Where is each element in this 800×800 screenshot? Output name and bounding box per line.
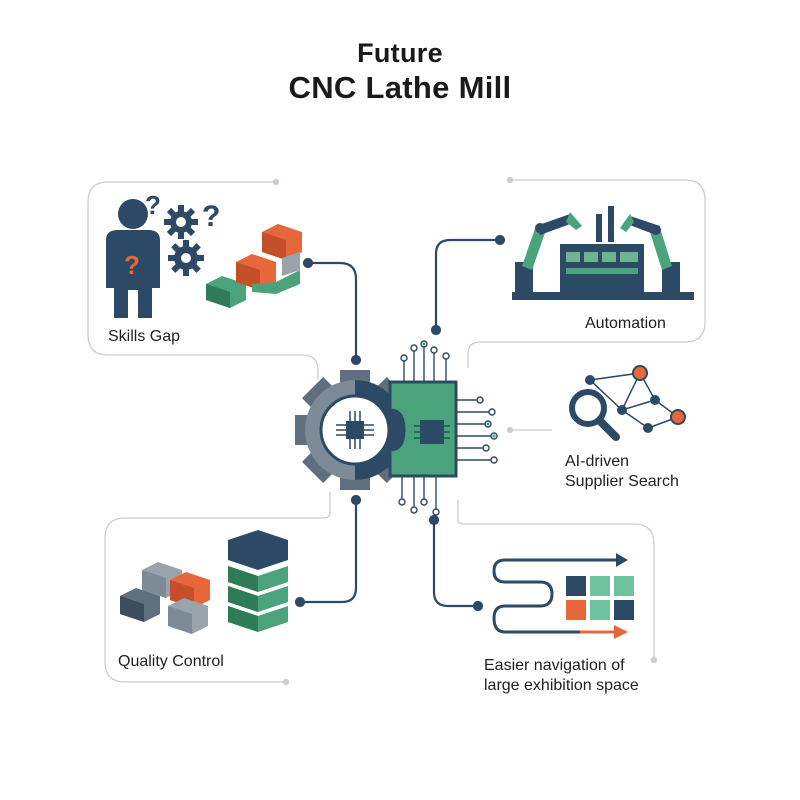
automation-panel-frame — [467, 179, 706, 368]
quality-control-connector — [300, 500, 358, 604]
navigation-label-line-1: Easier navigation of — [484, 657, 625, 674]
skills-gap-label: Skills Gap — [108, 328, 181, 345]
svg-text:?: ? — [145, 190, 161, 220]
title-line-1: Future — [357, 38, 443, 68]
svg-text:?: ? — [124, 250, 140, 280]
automation-label: Automation — [585, 315, 666, 332]
confused-person-icon: ? ? ? — [106, 190, 302, 318]
quality-control-label: Quality Control — [118, 653, 224, 670]
quality-control-panel-frame — [104, 492, 331, 683]
svg-text:?: ? — [202, 200, 220, 233]
robot-arm-assembly-icon — [512, 206, 694, 300]
gear-chip-circuit-icon — [295, 340, 498, 516]
ai-search-label-line-1: AI-driven — [565, 453, 630, 470]
navigation-label-line-2: large exhibition space — [484, 677, 639, 694]
navigation-panel-frame — [457, 500, 655, 660]
title-line-2: CNC Lathe Mill — [288, 70, 512, 105]
ai-search-label-line-2: Supplier Search — [565, 473, 679, 490]
skills-gap-connector — [308, 261, 358, 360]
stacked-blocks-icon — [120, 530, 288, 634]
navigation-connector — [432, 520, 478, 608]
skills-gap-panel-frame — [87, 181, 319, 380]
magnifier-network-icon — [569, 365, 686, 441]
automation-connector — [434, 238, 500, 330]
winding-path-grid-icon — [492, 553, 634, 639]
